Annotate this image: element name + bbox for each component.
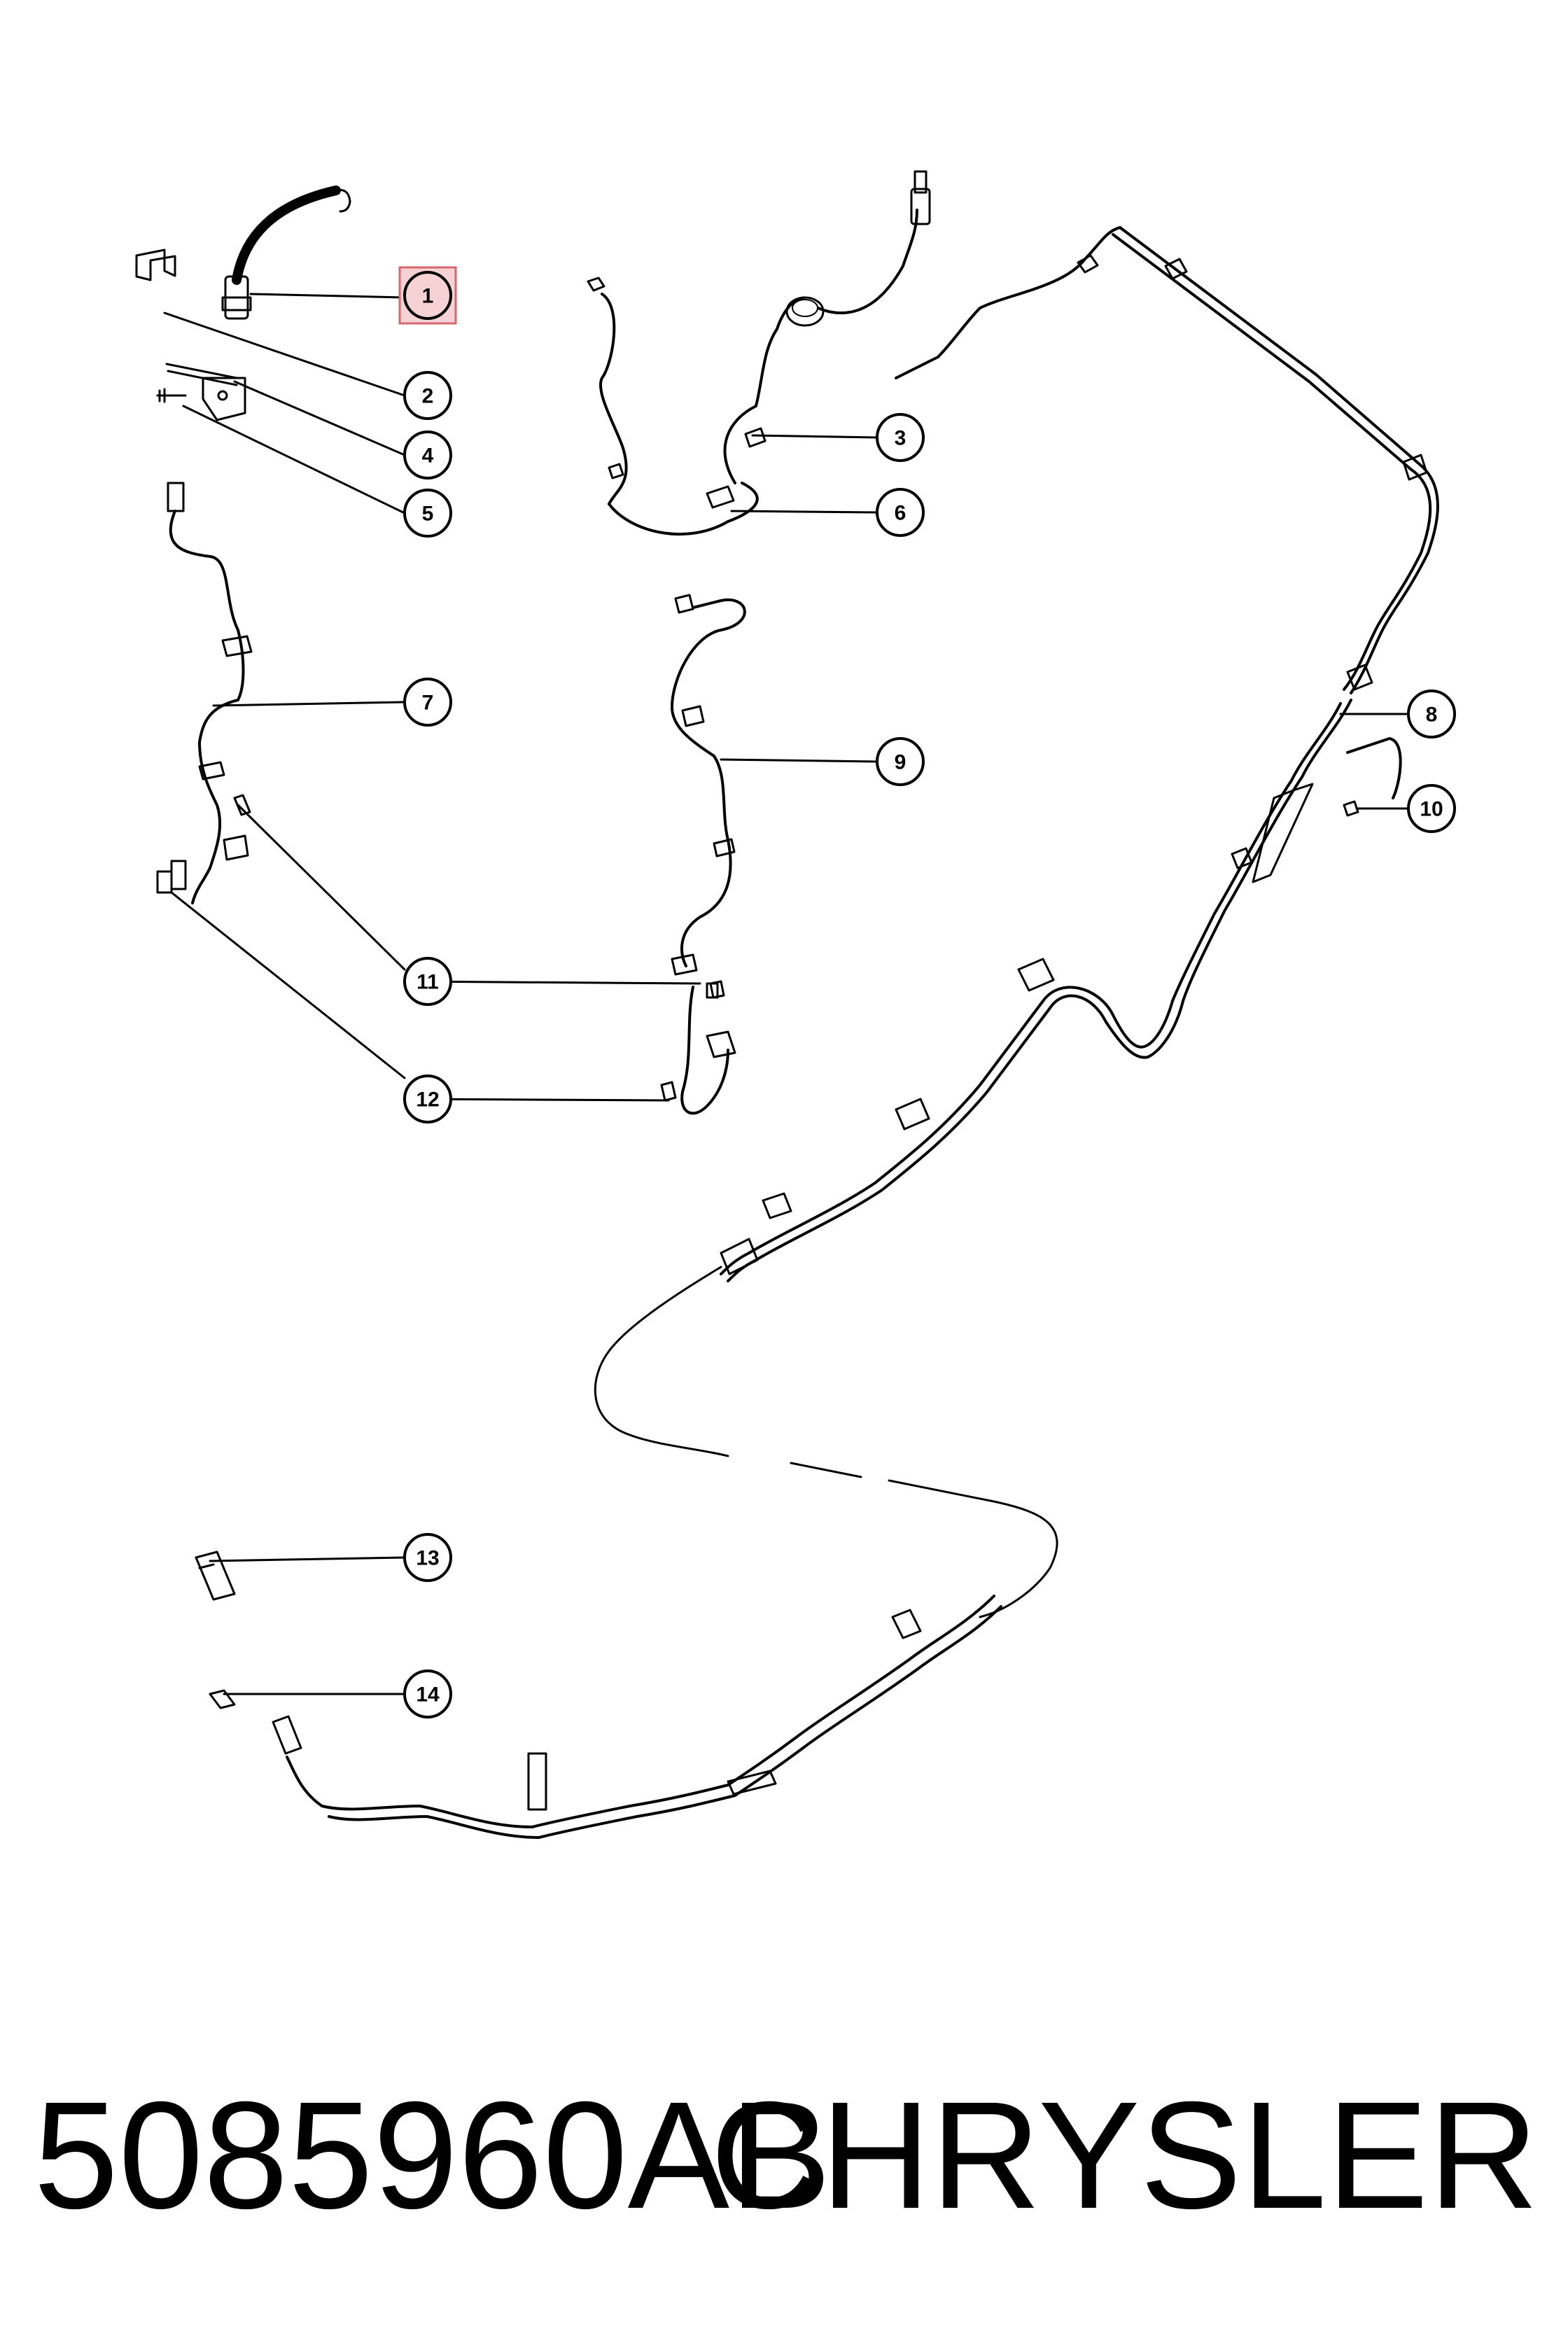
part-10-brake-line-end — [1343, 737, 1402, 817]
part-12-bolt-left — [156, 860, 187, 894]
part-3-6-wheel-speed-sensor-harness — [587, 170, 931, 536]
callout-label: 10 — [1420, 798, 1443, 821]
part-13-connector — [195, 1550, 236, 1601]
callout-label: 13 — [416, 1547, 439, 1570]
callout-label: 1 — [422, 285, 434, 308]
callout-5[interactable]: 5 — [403, 489, 452, 538]
callout-label: 3 — [895, 427, 906, 450]
part-1-brake-hose — [221, 186, 351, 320]
callout-4[interactable]: 4 — [403, 430, 452, 479]
leader-lines — [163, 293, 1410, 1695]
part-number: 5085960AB — [34, 2071, 832, 2241]
part-11-bolt-center — [709, 980, 725, 999]
callout-label: 8 — [1426, 704, 1438, 727]
callout-9[interactable]: 9 — [876, 737, 925, 786]
callout-10[interactable]: 10 — [1407, 784, 1456, 833]
brand-name: CHRYSLER — [710, 2071, 1539, 2241]
callout-3[interactable]: 3 — [876, 413, 925, 462]
callout-label: 9 — [895, 751, 906, 774]
callout-12[interactable]: 12 — [403, 1074, 452, 1124]
callout-13[interactable]: 13 — [403, 1533, 452, 1582]
callout-label: 7 — [422, 692, 434, 715]
part-14-clip — [209, 1689, 236, 1709]
part-4-bracket — [165, 363, 246, 421]
part-8-main-brake-line — [272, 226, 1439, 1839]
callout-2[interactable]: 2 — [403, 371, 452, 420]
part-7-brake-line — [167, 482, 253, 904]
callout-6[interactable]: 6 — [876, 488, 925, 537]
callout-label: 4 — [422, 444, 434, 468]
callout-label: 5 — [422, 503, 434, 526]
callout-8[interactable]: 8 — [1407, 690, 1456, 738]
part-9-brake-line — [660, 594, 746, 1115]
callout-7[interactable]: 7 — [403, 678, 452, 727]
callout-label: 14 — [416, 1684, 440, 1707]
callout-label: 6 — [895, 502, 906, 525]
callout-1[interactable]: 1 — [398, 266, 457, 325]
footer-caption: 5085960AB CHRYSLER — [34, 2072, 1539, 2240]
callout-label: 12 — [416, 1088, 439, 1112]
callout-11[interactable]: 11 — [403, 957, 452, 1006]
part-5-bolt — [156, 388, 187, 403]
callout-label: 11 — [416, 971, 439, 994]
part-2-clip — [135, 248, 176, 281]
callout-14[interactable]: 14 — [403, 1670, 452, 1718]
callout-label: 2 — [422, 385, 434, 408]
